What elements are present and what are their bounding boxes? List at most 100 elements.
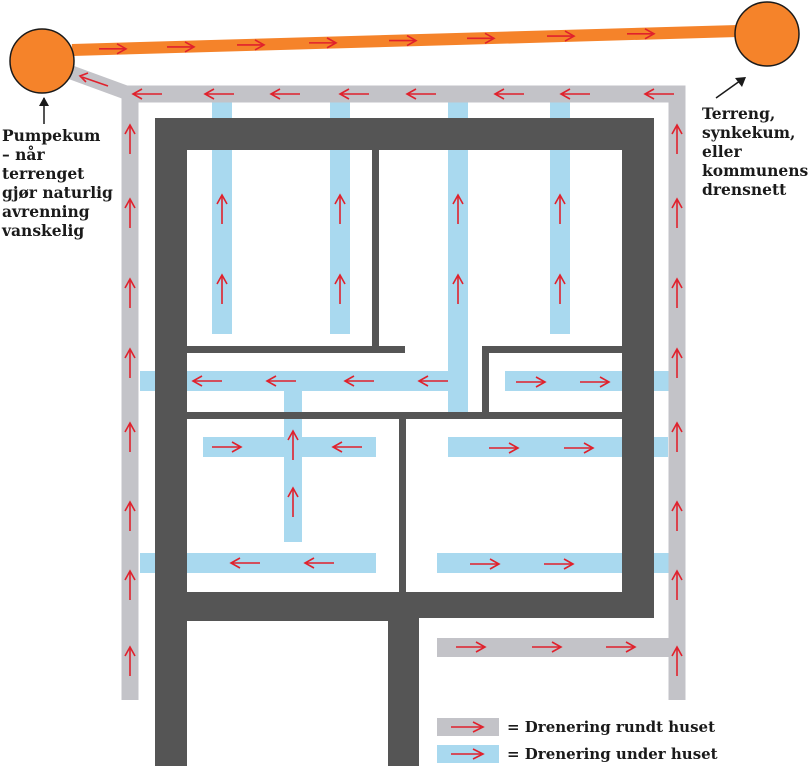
house-walls: [155, 118, 654, 766]
label-pointer-right: [715, 77, 746, 99]
flow-arrow: [229, 557, 260, 569]
flow-arrow: [124, 645, 136, 676]
arrow-head: [124, 569, 136, 581]
flow-arrow: [671, 569, 683, 600]
flow-arrow: [334, 273, 346, 304]
arrow-head: [475, 641, 487, 653]
arrow-head: [644, 28, 656, 40]
arrow-head: [338, 88, 350, 100]
flow-arrow: [191, 375, 222, 387]
arrow-head: [343, 375, 355, 387]
arrow-head: [671, 197, 683, 209]
flow-arrow: [216, 193, 228, 224]
arrow-head: [551, 641, 563, 653]
wall-segment: [187, 346, 405, 353]
arrow-head: [334, 193, 346, 205]
flow-arrow: [671, 347, 683, 378]
flow-arrow: [124, 123, 136, 154]
flow-arrow: [167, 41, 196, 53]
arrow-head: [452, 193, 464, 205]
flow-arrow: [532, 641, 563, 653]
arrow-head: [484, 32, 496, 45]
label-line: terrenget: [2, 164, 85, 183]
label-pointer-left: [39, 97, 49, 124]
flow-arrow: [671, 500, 683, 531]
arrow-head: [124, 197, 136, 209]
arrow-head: [216, 273, 228, 285]
arrow-head: [303, 557, 315, 569]
label-line: Pumpekum: [2, 126, 101, 145]
flow-arrow: [303, 557, 334, 569]
flow-arrow: [606, 641, 637, 653]
flow-arrow: [671, 123, 683, 154]
under-drain-segment: [437, 553, 669, 573]
flow-arrow: [124, 500, 136, 531]
around-drain-loop: [121, 85, 686, 700]
flow-arrow: [417, 375, 448, 387]
flow-arrow: [493, 88, 524, 100]
flow-arrow: [287, 429, 299, 460]
flow-arrow: [643, 88, 674, 100]
flow-arrow: [544, 558, 575, 570]
arrow-head: [671, 277, 683, 289]
arrow-head: [554, 193, 566, 205]
label-line: eller: [702, 142, 742, 161]
flow-arrow: [212, 441, 243, 453]
arrow-head: [625, 641, 637, 653]
flow-arrow: [131, 88, 162, 100]
arrow-head: [78, 72, 89, 83]
arrow-head: [564, 30, 576, 42]
flow-arrow: [265, 375, 296, 387]
manholes: [9, 1, 800, 94]
arrow-head: [203, 88, 215, 100]
arrow-head: [231, 441, 243, 453]
arrow-head: [417, 375, 429, 387]
flow-arrow: [547, 30, 576, 42]
arrow-head: [671, 645, 683, 657]
arrow-head: [191, 375, 203, 387]
flow-arrow: [309, 37, 338, 49]
arrow-head: [124, 645, 136, 657]
arrow-head: [331, 441, 343, 453]
arrow-head: [493, 88, 505, 100]
wall-segment: [155, 118, 654, 766]
arrow-head: [229, 557, 241, 569]
arrow-head: [489, 558, 501, 570]
flow-arrow: [343, 375, 374, 387]
arrow-head: [406, 34, 418, 47]
flow-arrow: [124, 569, 136, 600]
legend-item-around: = Drenering rundt huset: [437, 716, 715, 738]
arrow-head: [124, 500, 136, 512]
flow-arrow: [78, 72, 109, 87]
pump-manhole: [9, 28, 75, 94]
arrow-head: [508, 442, 520, 454]
arrow-head: [116, 43, 128, 55]
flow-arrow: [269, 88, 300, 100]
arrow-head: [452, 273, 464, 285]
flow-arrow: [452, 273, 464, 304]
flow-arrow: [671, 277, 683, 308]
flow-arrow: [287, 486, 299, 517]
flow-arrow: [389, 34, 418, 47]
label-line: synkekum,: [702, 123, 796, 142]
arrow-head: [287, 486, 299, 498]
arrow-head: [535, 376, 547, 388]
flow-arrow: [627, 28, 656, 40]
under-drain-segment: [284, 380, 302, 542]
arrow-head: [583, 442, 595, 454]
flow-arrow: [671, 197, 683, 228]
flow-arrow: [516, 376, 547, 388]
arrow-head: [671, 123, 683, 135]
arrow-head: [671, 569, 683, 581]
flow-arrows: [39, 28, 746, 676]
flow-arrow: [452, 193, 464, 224]
wall-segment: [489, 412, 622, 419]
under-drain-segment: [448, 100, 468, 418]
arrow-head: [671, 347, 683, 359]
arrow-head: [287, 429, 299, 441]
legend-swatch-under: [437, 745, 499, 763]
flow-arrow: [331, 441, 362, 453]
label-line: vanskelig: [2, 221, 85, 240]
flow-arrow: [216, 273, 228, 304]
